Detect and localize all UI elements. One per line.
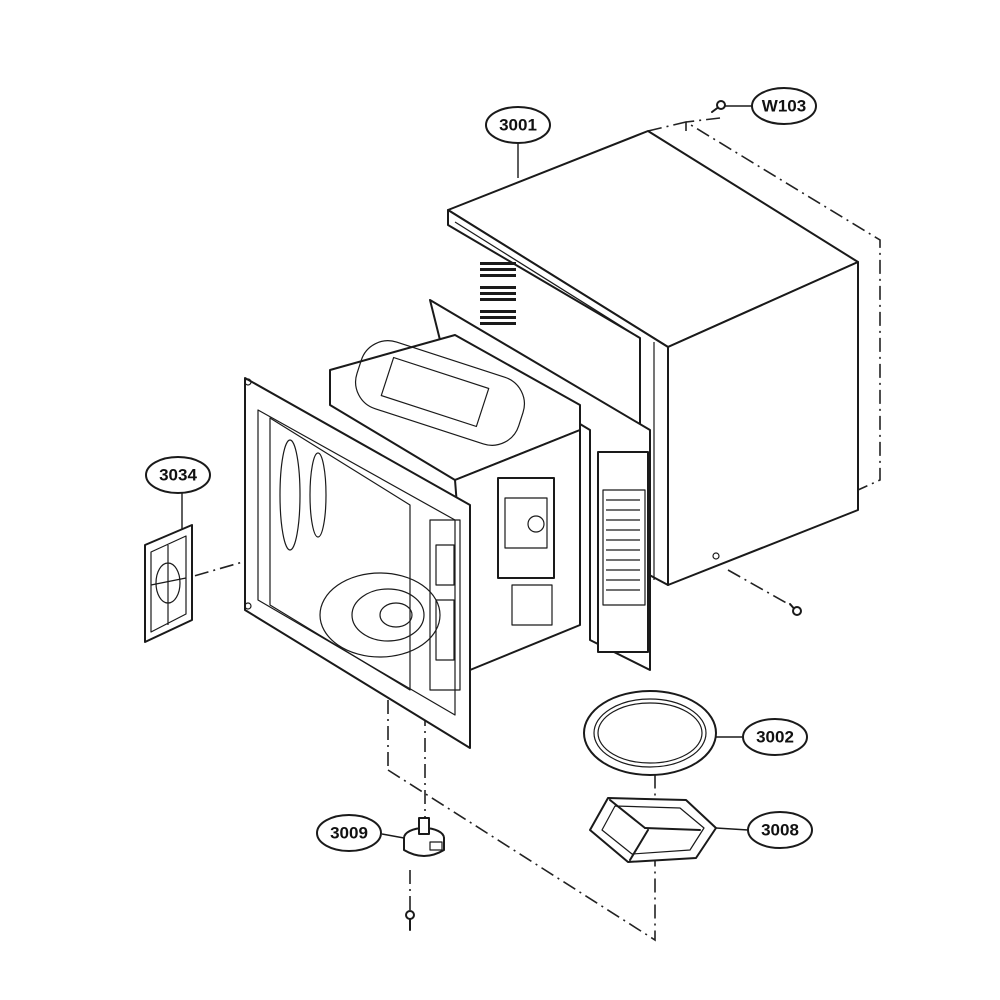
part-3008-roller-ring — [589, 797, 717, 863]
callout-w103: W103 — [751, 87, 817, 125]
inner-cavity-chassis — [244, 299, 651, 749]
callout-3001: 3001 — [485, 106, 551, 144]
case-vents — [480, 262, 516, 325]
callout-3034-text: 3034 — [159, 466, 197, 485]
callout-w103-text: W103 — [762, 97, 806, 116]
callout-3002: 3002 — [742, 718, 808, 756]
callout-3008: 3008 — [747, 811, 813, 849]
screw-motor — [405, 910, 415, 931]
part-3002-glass-tray — [583, 690, 717, 776]
callout-3002-text: 3002 — [756, 728, 794, 747]
callout-3034: 3034 — [145, 456, 211, 494]
callout-3001-text: 3001 — [499, 116, 537, 135]
callout-3009-text: 3009 — [330, 824, 368, 843]
screw-side — [789, 603, 802, 616]
leader-lines — [181, 105, 752, 839]
part-3034-plate — [144, 524, 193, 643]
callout-3008-text: 3008 — [761, 821, 799, 840]
part-3009-motor — [403, 817, 445, 857]
callout-3009: 3009 — [316, 814, 382, 852]
screw-w103 — [711, 100, 726, 113]
